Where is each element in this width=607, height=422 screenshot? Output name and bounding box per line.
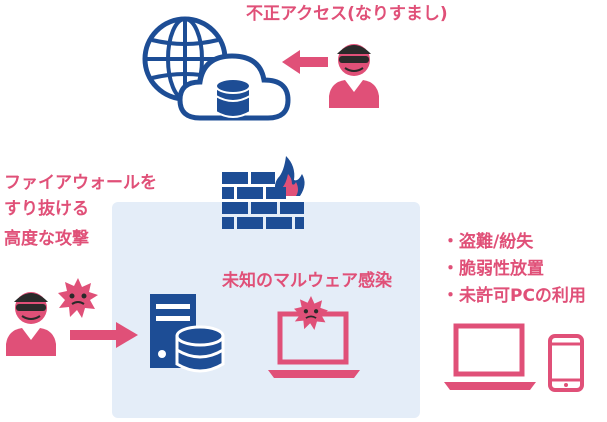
arrow-left-icon bbox=[282, 50, 328, 74]
firewall-bypass-label-line-3: 高度な攻撃 bbox=[4, 229, 89, 249]
hacker-icon bbox=[6, 292, 56, 356]
hacker-icon bbox=[329, 44, 379, 108]
cloud-database-icon bbox=[177, 53, 291, 121]
laptop-icon bbox=[444, 323, 536, 390]
firewall-icon bbox=[222, 156, 305, 229]
risk-item-unauthorized-pc: 未許可PCの利用 bbox=[442, 283, 586, 310]
unauthorized-access-label: 不正アクセス(なりすまし) bbox=[246, 4, 448, 24]
unknown-malware-label: 未知のマルウェア感染 bbox=[222, 271, 392, 291]
endpoint-risk-list: 盗難/紛失 脆弱性放置 未許可PCの利用 bbox=[442, 229, 586, 310]
virus-icon bbox=[294, 296, 328, 330]
arrow-right-icon bbox=[70, 322, 138, 348]
smartphone-icon bbox=[548, 334, 584, 392]
database-icon bbox=[175, 325, 225, 373]
firewall-bypass-label-line-1: ファイアウォールを bbox=[4, 173, 157, 193]
virus-icon bbox=[58, 278, 98, 318]
risk-item-theft: 盗難/紛失 bbox=[442, 229, 586, 256]
firewall-bypass-label-line-2: すり抜ける bbox=[4, 199, 89, 219]
risk-item-vulnerability: 脆弱性放置 bbox=[442, 256, 586, 283]
